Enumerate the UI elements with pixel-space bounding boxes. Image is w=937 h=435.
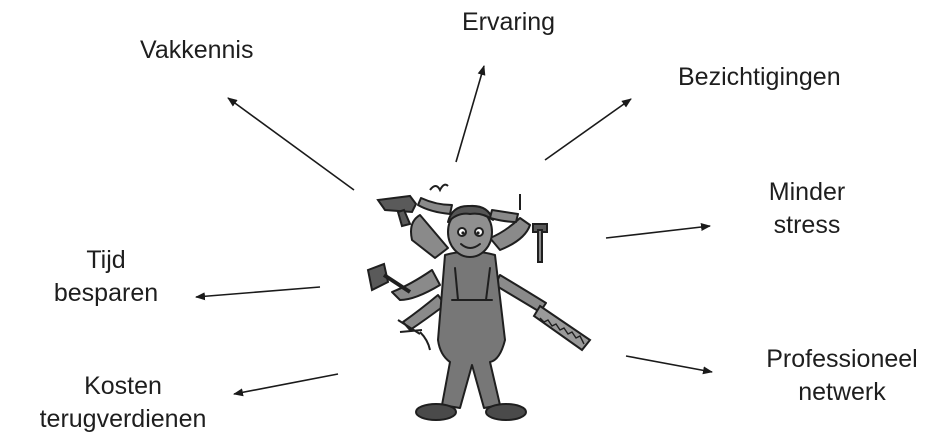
saw-icon	[534, 306, 590, 350]
axe-icon	[368, 264, 410, 292]
